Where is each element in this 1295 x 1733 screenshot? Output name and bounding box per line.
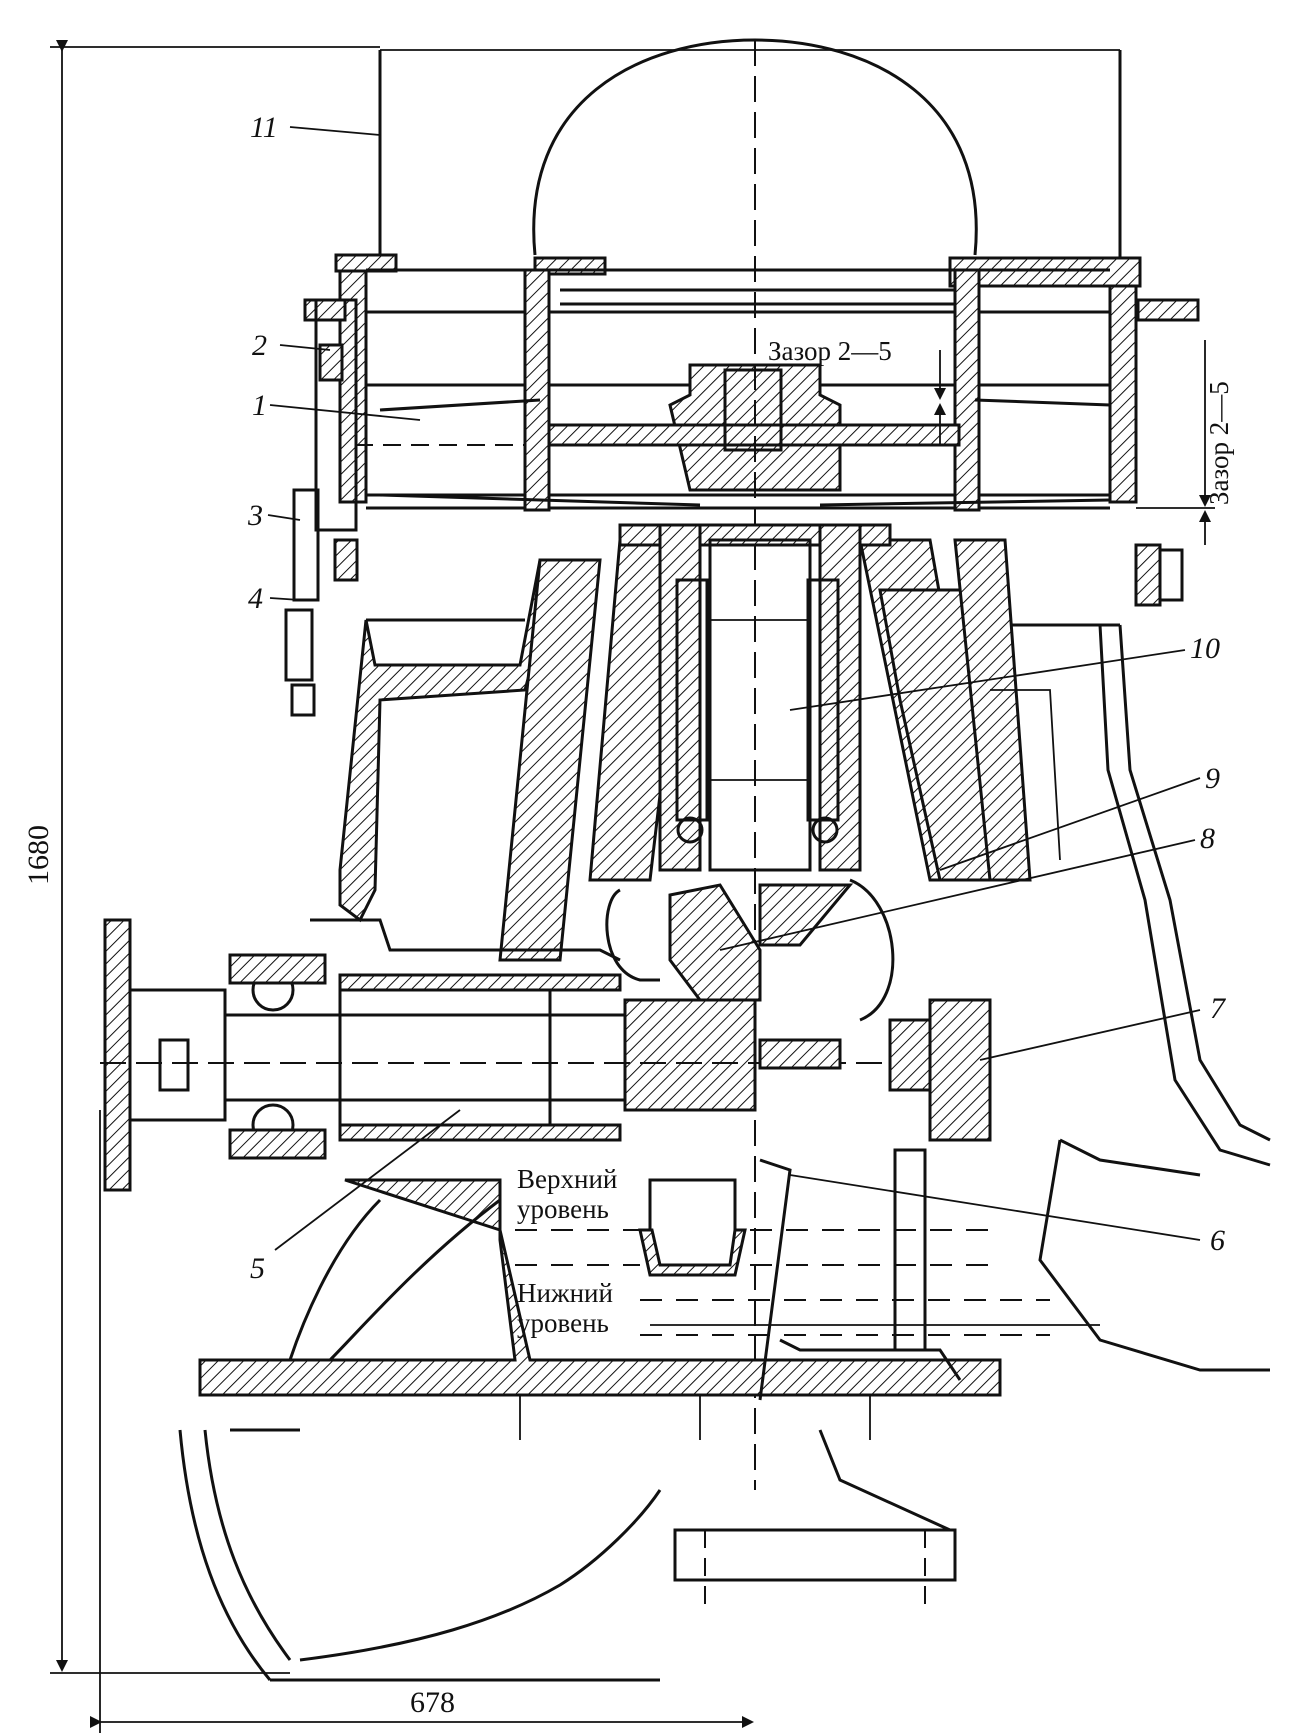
- dimension-height-label: 1680: [22, 825, 55, 885]
- dimension-height: [50, 40, 380, 1674]
- lower-level-line2: уровень: [517, 1308, 609, 1338]
- dimension-width: [90, 1110, 754, 1733]
- gap-arrows: [934, 340, 1215, 545]
- oil-sump: [198, 1148, 1100, 1440]
- dimension-width-label: 678: [410, 1686, 455, 1719]
- upper-level-line1: Верхний: [517, 1164, 617, 1194]
- callout-6: 6: [1210, 1224, 1225, 1257]
- callout-5: 5: [250, 1252, 265, 1285]
- callout-10: 10: [1190, 632, 1220, 665]
- oil-level-labels: Верхний уровень Нижний уровень: [517, 1164, 617, 1338]
- lower-level-line1: Нижний: [517, 1278, 613, 1308]
- callout-3: 3: [247, 499, 263, 532]
- upper-housing: [334, 253, 1142, 627]
- callout-2: 2: [252, 329, 267, 362]
- callout-8: 8: [1200, 822, 1215, 855]
- callout-1: 1: [252, 389, 267, 422]
- inlet-elbow: [178, 1138, 1270, 1682]
- upper-level-line2: уровень: [517, 1194, 609, 1224]
- vertical-shaft-assembly: [675, 538, 840, 872]
- bevel-gear: [605, 878, 895, 1022]
- outlet-pipe: [378, 38, 1122, 260]
- callout-11: 11: [250, 111, 278, 144]
- right-fittings: [1134, 298, 1200, 607]
- callout-9: 9: [1205, 762, 1220, 795]
- callout-7: 7: [1210, 992, 1227, 1025]
- left-fittings: [284, 298, 359, 717]
- impeller: [379, 40, 1111, 1490]
- main-casing: [338, 523, 1271, 1167]
- callout-labels: 11 2 1 3 4 5 6 7 8 9 10: [247, 111, 1227, 1285]
- leader-lines: [267, 126, 1201, 1251]
- callout-4: 4: [248, 582, 263, 615]
- gap-note-top: Зазор 2—5: [768, 336, 892, 366]
- horizontal-shaft-assembly: [100, 918, 1000, 1192]
- gap-note-side: Зазор 2—5: [1204, 381, 1234, 505]
